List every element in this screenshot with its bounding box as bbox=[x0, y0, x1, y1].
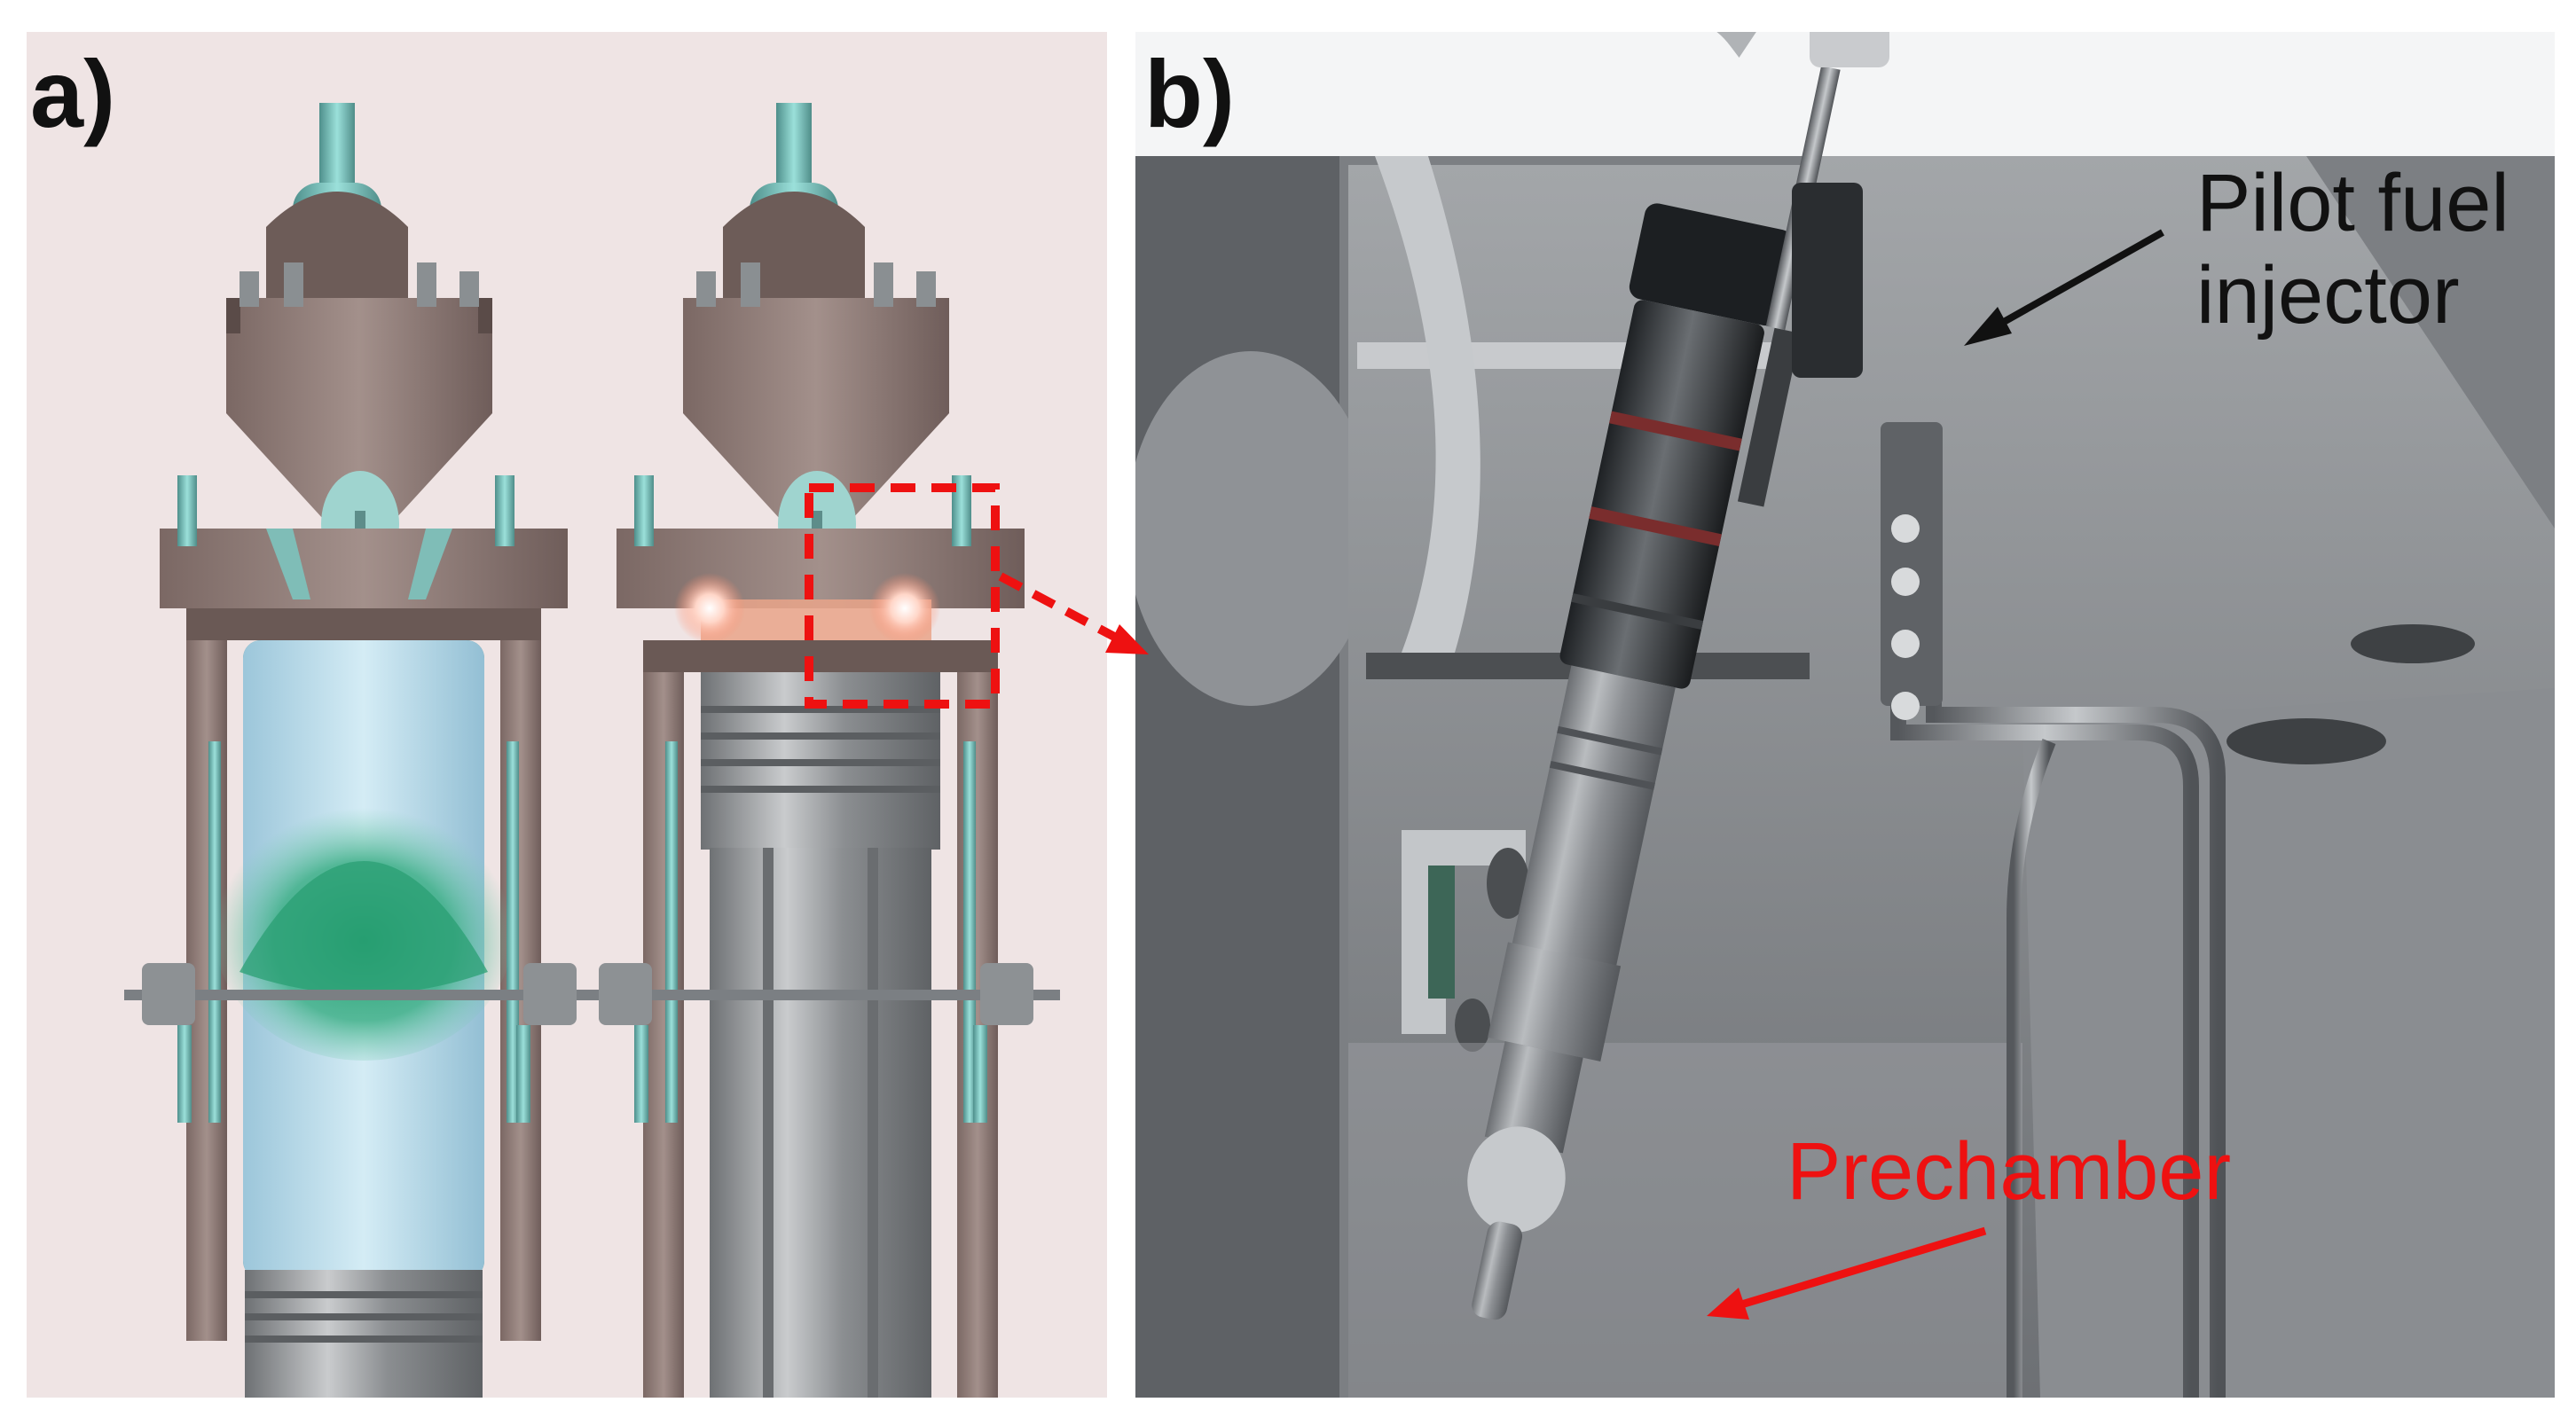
engine-right bbox=[581, 103, 1060, 1398]
callout-pilot-line2: injector bbox=[2196, 249, 2460, 341]
engine-cutaway-illustration bbox=[124, 103, 1060, 1398]
injector-detail-illustration bbox=[1135, 32, 2555, 1398]
panel-label-b: b) bbox=[1144, 40, 1235, 147]
callout-pilot-fuel-injector: Pilot fuel injector bbox=[2196, 158, 2509, 342]
zoom-highlight-box bbox=[805, 483, 1000, 709]
panel-a-engine-cross-sections bbox=[27, 32, 1107, 1398]
callout-prechamber: Prechamber bbox=[1787, 1126, 2232, 1217]
engine-left bbox=[124, 103, 603, 1398]
callout-pilot-line1: Pilot fuel bbox=[2196, 158, 2509, 248]
panel-label-a: a) bbox=[30, 40, 116, 147]
pilot-fuel-injector-body bbox=[1467, 66, 1841, 1320]
panel-b-prechamber-detail bbox=[1135, 32, 2555, 1398]
